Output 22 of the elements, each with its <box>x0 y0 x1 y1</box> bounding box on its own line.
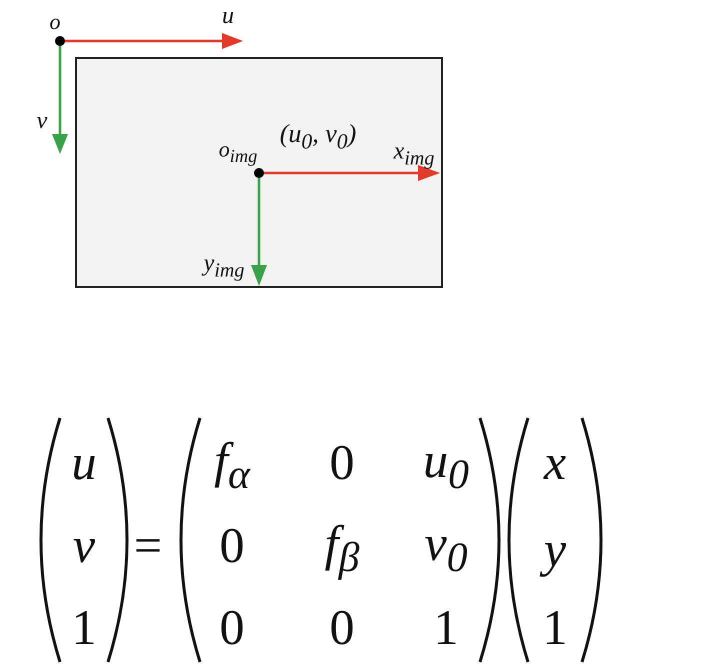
vector-entry: 1 <box>72 602 96 652</box>
matrix-entry: 0 <box>220 520 244 570</box>
matrix-entry: v$_{0}$ <box>424 518 468 580</box>
matrix-entry: f$_{β}$ <box>324 518 360 580</box>
matrix-entry: 0 <box>220 602 244 652</box>
axis-label: o <box>50 11 60 33</box>
matrix-entry: 0 <box>330 437 354 487</box>
matrix-entry: 0 <box>330 602 354 652</box>
vector-entry: 1 <box>542 602 568 652</box>
vector-entry: u <box>72 437 96 487</box>
axis-label: v <box>36 109 48 133</box>
coordinate-label: (u$_{0}$, v$_{0}$) <box>280 121 356 153</box>
vector-entry: x <box>544 437 566 487</box>
equals-sign: = <box>134 520 162 570</box>
axis-label: u <box>222 4 234 28</box>
matrix-entry: u$_{0}$ <box>423 435 469 497</box>
axis-label: y$_{img}$ <box>204 252 244 280</box>
origin-label: o$_{img}$ <box>218 138 258 166</box>
matrix-entry: f$_{α}$ <box>214 435 250 497</box>
vector-entry: v <box>72 520 96 570</box>
matrix-entry: 1 <box>434 602 458 652</box>
axis-label: x$_{img}$ <box>394 140 434 168</box>
